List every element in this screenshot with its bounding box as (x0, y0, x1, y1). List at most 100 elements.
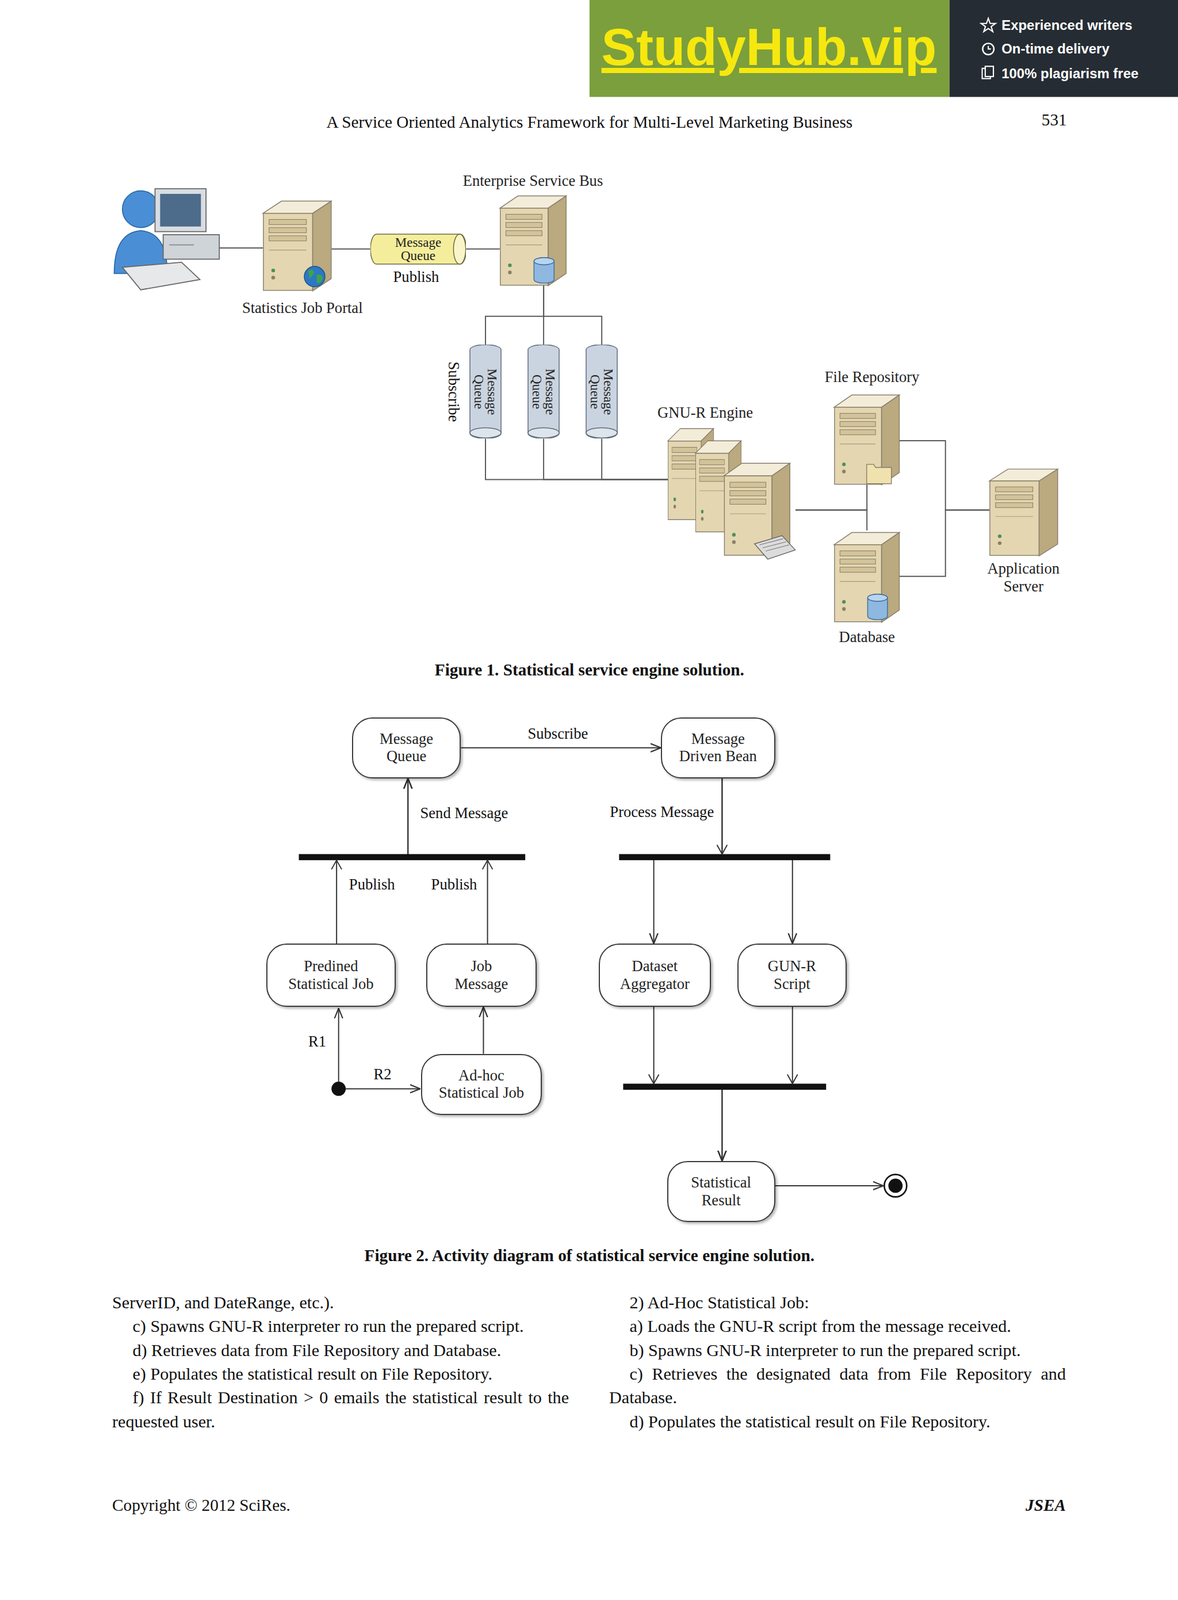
connector (407, 778, 488, 944)
connector (331, 248, 370, 250)
web-server-icon: Statistics Job Portal (262, 199, 332, 292)
watermark-banner (949, 0, 1178, 97)
flow-label: Process Message (609, 802, 714, 821)
connector (460, 747, 661, 749)
database-server-icon (840, 550, 877, 556)
watermark-banner (982, 43, 994, 55)
watermark-banner (589, 0, 1178, 97)
esb-server-icon (505, 244, 542, 246)
application-server-icon (1038, 469, 1058, 557)
user-workstation-icon (219, 247, 263, 249)
engine-cluster-icon: GNU-R Engine (667, 423, 796, 561)
web-server-icon (269, 227, 307, 233)
watermark-banner (985, 66, 994, 77)
application-server-icon (995, 486, 1034, 492)
node-label: Dataset Aggregator (614, 957, 695, 993)
node-label: Message Queue (530, 368, 557, 416)
engine-cluster-icon (700, 490, 725, 491)
flow-label: Publish (393, 267, 440, 286)
figure-caption: Figure 2. Activity diagram of statistica… (364, 1245, 816, 1266)
engine-cluster-icon (672, 455, 698, 461)
edge-label: Subscribe (525, 724, 591, 743)
engine-cluster-icon (700, 467, 725, 473)
connector (601, 438, 668, 480)
edge-label: Publish (429, 875, 480, 894)
body-text: b) Spawns GNU-R interpreter to run the p… (609, 1338, 1066, 1363)
application-server-icon (989, 467, 1058, 556)
connector (485, 285, 544, 345)
repository-server-icon (842, 462, 847, 466)
connector (482, 1006, 484, 1054)
queue-cylinder (469, 344, 501, 439)
body-text: d) Retrieves data from File Repository a… (112, 1338, 569, 1363)
node-label: Message Queue (472, 368, 499, 416)
activity-node: Statistical Result (667, 1160, 776, 1222)
node-label: Statistical Result (685, 1173, 757, 1209)
application-server-icon (995, 515, 1034, 517)
repository-server-icon (840, 412, 877, 419)
web-server-icon (271, 268, 275, 273)
web-server-icon (269, 235, 307, 242)
esb-server-icon (533, 257, 554, 283)
message-queue: Message Queue (370, 233, 467, 265)
connector (721, 778, 793, 944)
web-server-icon (304, 266, 325, 287)
database-server-icon (842, 599, 847, 604)
engine-cluster-icon (667, 423, 796, 561)
connector (899, 510, 990, 577)
node-label: GNU-R Engine (657, 403, 753, 422)
activity-node: GUN-R Script (737, 943, 847, 1007)
web-server-icon (269, 219, 307, 225)
esb-server-icon: Enterprise Service Bus (499, 193, 566, 286)
database-server-icon (840, 580, 877, 582)
engine-cluster-icon (695, 453, 729, 533)
engine-cluster-icon (701, 516, 704, 521)
queue-cylinder (528, 344, 560, 439)
engine-cluster-icon (754, 535, 796, 560)
figure-caption: Figure 1. Statistical service engine sol… (434, 660, 745, 680)
esb-server-icon (505, 213, 542, 220)
node-label: Message Queue (375, 729, 439, 766)
watermark-banner (988, 46, 991, 49)
repository-server-icon (840, 443, 877, 445)
repository-server-icon: File Repository (834, 392, 900, 485)
footer-copyright: Copyright © 2012 SciRes. (112, 1495, 291, 1516)
engine-cluster-icon (672, 446, 698, 453)
activity-flow-marks (331, 1007, 907, 1197)
engine-cluster-icon (673, 497, 676, 502)
engine-cluster-icon (673, 504, 676, 509)
engine-cluster-icon (700, 476, 725, 482)
guard-label: R1 (308, 1032, 327, 1051)
journal-name: JSEA (1025, 1495, 1066, 1516)
esb-server-icon (499, 195, 566, 286)
node-label: Message Queue (588, 368, 615, 416)
repository-server-icon (840, 421, 877, 427)
fork-join-bars (717, 844, 728, 855)
node-label: Application Server (980, 559, 1067, 595)
node-label: Job Message (449, 957, 514, 993)
fork-join-bars (787, 1074, 798, 1084)
web-server-icon (308, 269, 324, 283)
activity-flow-marks (338, 1007, 340, 1082)
activity-node: Dataset Aggregator (598, 943, 711, 1007)
user-workstation-icon (159, 193, 201, 227)
web-server-icon (262, 200, 332, 291)
page-number: 531 (1041, 110, 1067, 130)
application-server-icon (995, 502, 1034, 508)
connector (543, 285, 602, 345)
node-label: GUN-R Script (763, 957, 821, 993)
node-label: File Repository (824, 368, 920, 386)
database-server-icon (867, 594, 888, 602)
body-text: c) Spawns GNU-R interpreter ro run the p… (112, 1314, 569, 1338)
esb-server-icon (533, 257, 554, 265)
body-text: e) Populates the statistical result on F… (112, 1362, 569, 1386)
body-text: d) Populates the statistical result on F… (609, 1409, 1066, 1434)
edge-label: Publish (346, 875, 398, 894)
watermark-tagline: On-time delivery (1001, 40, 1109, 57)
body-text: a) Loads the GNU-R script from the messa… (609, 1314, 1066, 1338)
engine-cluster-icon (732, 532, 736, 537)
repository-server-icon (840, 429, 877, 435)
watermark-tagline: Experienced writers (1001, 17, 1132, 34)
node-label: Statistics Job Portal (242, 299, 363, 317)
